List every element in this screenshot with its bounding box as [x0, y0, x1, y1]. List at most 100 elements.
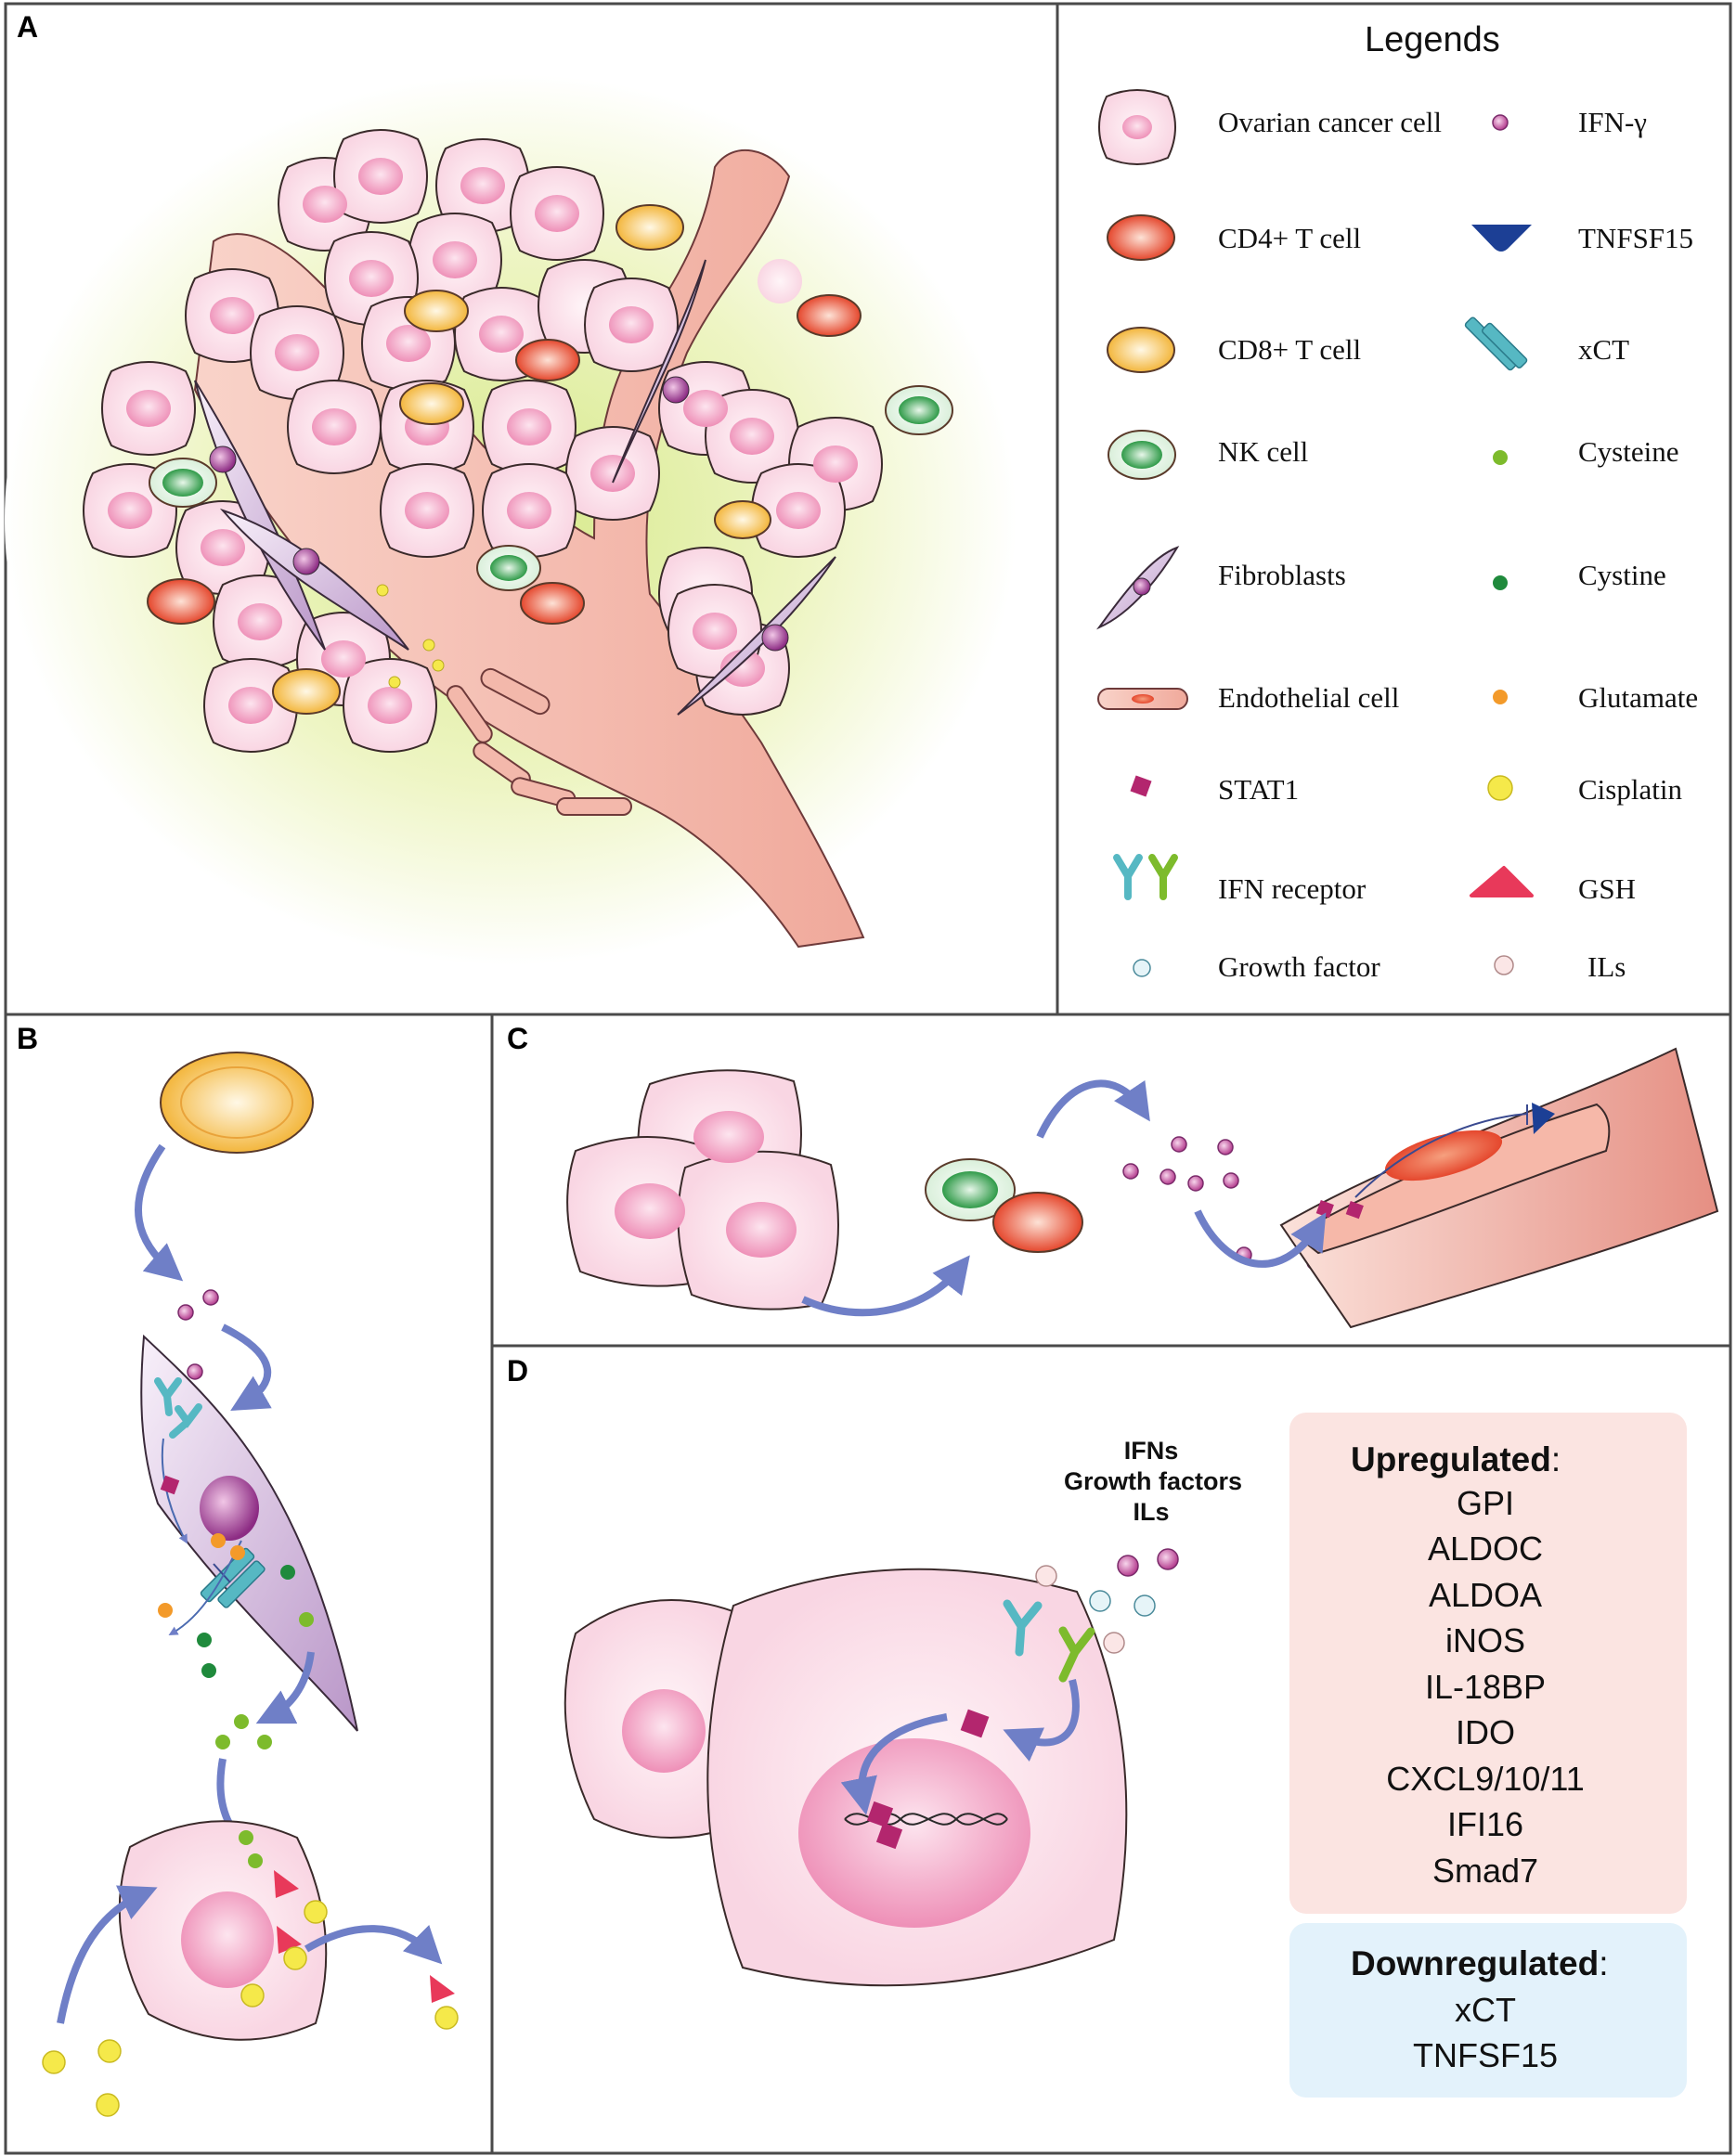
gene-item: IDO: [1456, 1713, 1515, 1751]
gene-item: ALDOC: [1428, 1530, 1543, 1568]
ifn-receptors: [154, 1377, 202, 1439]
legend-icon-nk-cell: [1108, 430, 1176, 480]
upregulated-box: [1289, 1413, 1687, 1914]
cystine-molecules: [197, 1565, 295, 1678]
downregulated-title: Downregulated:: [1351, 1944, 1609, 1982]
arrow: [801, 1255, 970, 1317]
legend-icon-xct: [1464, 316, 1528, 371]
panel-b-illustration: [42, 1052, 459, 2117]
tumor-immune-cells: [147, 204, 953, 715]
arrow: [1003, 1679, 1080, 1762]
cancer-cell-group: [566, 1069, 839, 1310]
vessel-endothelial-cells: [446, 667, 632, 816]
legend-icon-cd8-t-cell: [1107, 327, 1175, 373]
signal-label: ILs: [1133, 1498, 1169, 1526]
panel-label-c: C: [507, 1022, 528, 1055]
panel-label-b: B: [17, 1022, 38, 1055]
cisplatin-molecules: [42, 1900, 459, 2117]
legend-label: NK cell: [1218, 435, 1308, 468]
gene-item: CXCL9/10/11: [1386, 1760, 1584, 1798]
endothelial-nucleus: [1384, 1130, 1503, 1181]
panel-label-d: D: [507, 1354, 528, 1388]
legend-label: Growth factor: [1218, 950, 1380, 983]
legend-icon-fibroblast: [1096, 546, 1180, 630]
gene-item: ALDOA: [1429, 1576, 1542, 1614]
legend-icon-tnfsf15: [1471, 225, 1532, 252]
fibroblast: [140, 1334, 358, 1732]
legend-icon-endothelial-cell: [1097, 688, 1188, 710]
legend-icon-ovarian-cancer-cell: [1098, 89, 1176, 165]
legend-icon-ils: [1494, 955, 1514, 975]
legend-label: Fibroblasts: [1218, 559, 1346, 591]
gene-item: GPI: [1457, 1484, 1514, 1522]
legend-label: IFN receptor: [1218, 872, 1367, 905]
xct-transporter: [200, 1547, 266, 1608]
inhibition-arrow: [1354, 1113, 1528, 1198]
signal-labels: IFNs Growth factors ILs: [1064, 1437, 1242, 1526]
legend-label: xCT: [1578, 333, 1629, 366]
gene-item: IL-18BP: [1425, 1668, 1546, 1706]
upregulated-title: Upregulated:: [1351, 1440, 1561, 1478]
stat1-molecule: [960, 1709, 990, 1738]
arrow: [1036, 1079, 1150, 1139]
legend-label: STAT1: [1218, 773, 1299, 806]
fibroblast-nucleus: [200, 1476, 259, 1541]
signal-label: IFNs: [1124, 1437, 1179, 1465]
tumor-cisplatin-dots: [376, 584, 445, 689]
legend-label: ILs: [1587, 950, 1626, 983]
tnfsf15-molecule: [1532, 1103, 1555, 1134]
legend-icon-stat1: [1130, 775, 1152, 797]
cysteine-in-cell: [239, 1830, 263, 1868]
ifn-receptors: [1003, 1599, 1095, 1683]
legend: Legends: [1096, 20, 1698, 983]
gene-item: xCT: [1455, 1991, 1516, 2029]
arrow: [255, 1651, 315, 1724]
legend-icon-growth-factor: [1133, 959, 1151, 977]
cancer-cell-nucleus: [181, 1891, 274, 1988]
panel-borders: [4, 2, 1732, 2155]
downregulated-list: Downregulated: xCT TNFSF15: [1351, 1944, 1609, 2074]
legend-label: CD4+ T cell: [1218, 222, 1361, 254]
il-molecules: [1035, 1565, 1125, 1654]
cell-nucleus: [798, 1738, 1030, 1928]
cd4-t-cell: [992, 1192, 1083, 1253]
legend-icon-ifn-gamma: [1492, 114, 1509, 131]
legend-right-labels: IFN-γ TNFSF15 xCT Cysteine Cystine Gluta…: [1578, 106, 1698, 983]
cancer-cell-nuclei: [108, 158, 858, 724]
arrow: [221, 1323, 272, 1412]
legend-icon-ifn-receptor: [1113, 854, 1178, 900]
legend-label: IFN-γ: [1578, 106, 1647, 138]
legend-label: GSH: [1578, 872, 1636, 905]
signal-label: Growth factors: [1064, 1467, 1242, 1495]
legend-icon-cystine: [1493, 575, 1508, 590]
gene-item: Smad7: [1432, 1852, 1538, 1890]
panel-label-a: A: [17, 10, 38, 44]
legend-icon-glutamate: [1493, 690, 1508, 704]
stat1-molecule: [160, 1475, 180, 1495]
downregulated-box: [1289, 1923, 1687, 2098]
legend-label: Ovarian cancer cell: [1218, 106, 1442, 138]
arrow: [840, 1713, 948, 1815]
legend-label: Cystine: [1578, 559, 1666, 591]
cancer-cell-group-nuclei: [615, 1111, 797, 1258]
arrow: [57, 1885, 158, 2024]
fibroblast-nuclei: [209, 376, 789, 652]
growth-factor-molecules: [1089, 1590, 1156, 1617]
legend-label: CD8+ T cell: [1218, 333, 1361, 366]
ifn-gamma-molecules: [1117, 1548, 1179, 1577]
arrow: [304, 1924, 443, 1965]
legend-icon-gsh: [1470, 866, 1534, 897]
legend-label: TNFSF15: [1578, 222, 1693, 254]
legend-label: Cysteine: [1578, 435, 1679, 468]
legend-label: Glutamate: [1578, 681, 1698, 714]
upregulated-list: Upregulated: GPI ALDOC ALDOA iNOS IL-18B…: [1351, 1440, 1585, 1890]
gene-item: iNOS: [1445, 1621, 1525, 1659]
arrow: [135, 1143, 184, 1282]
arrow: [1194, 1209, 1327, 1268]
gene-item: IFI16: [1447, 1805, 1523, 1843]
legend-icon-cysteine: [1493, 450, 1508, 465]
gene-item: TNFSF15: [1413, 2036, 1558, 2074]
legend-title: Legends: [1365, 20, 1500, 59]
panel-a-illustration: [5, 74, 1017, 965]
